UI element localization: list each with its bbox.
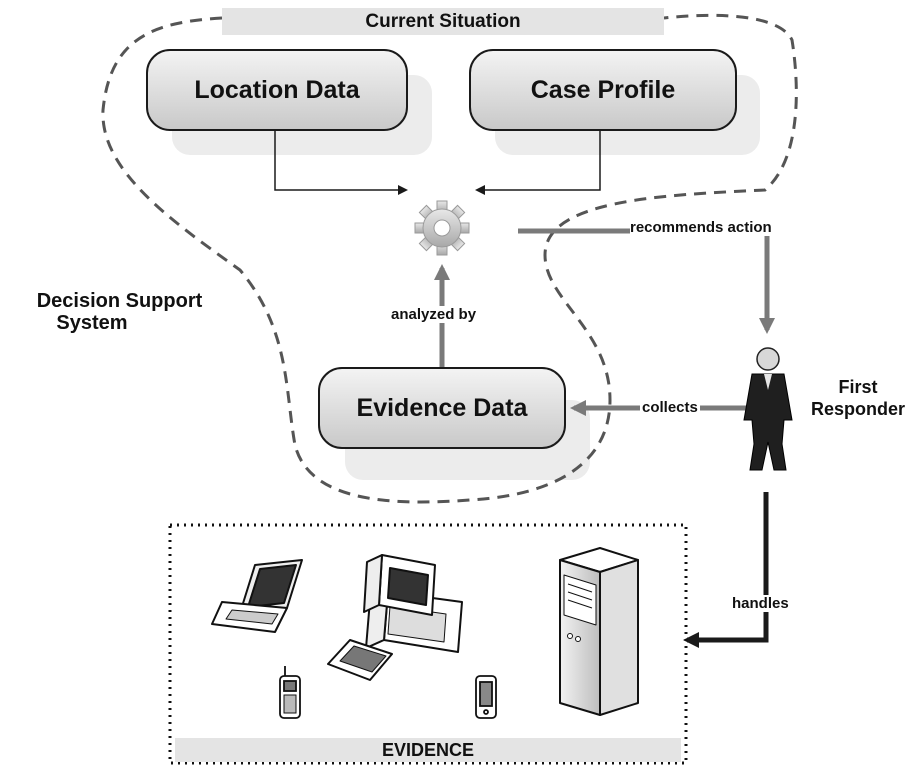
current-situation-banner: Current Situation [222, 8, 664, 35]
case-profile-box: Case Profile [469, 49, 737, 131]
laptop-icon [211, 559, 303, 633]
dss-label-line1: Decision Support [36, 290, 203, 312]
first-responder-line2: Responder [810, 399, 906, 419]
gear-icon [414, 200, 470, 256]
dss-boundary [101, 13, 798, 504]
recommends-action-arrow [518, 228, 775, 334]
server-tower-icon [559, 547, 639, 716]
analyzed-by-label: analyzed by [391, 306, 477, 323]
case-to-engine-arrow [475, 131, 601, 195]
recommends-action-label: recommends action [630, 219, 772, 236]
first-responder-label: First Responder [796, 376, 920, 420]
mobile-phone-icon [279, 666, 301, 719]
collects-label: collects [640, 399, 700, 416]
dss-label-line2: System [56, 312, 128, 334]
smartphone-icon [475, 675, 497, 719]
handles-arrow [683, 492, 769, 648]
desktop-computer-icon [327, 554, 463, 681]
first-responder-line1: First [838, 377, 878, 397]
location-data-box: Location Data [146, 49, 408, 131]
handles-label: handles [732, 595, 789, 612]
location-to-engine-arrow [274, 131, 408, 195]
person-icon [743, 347, 793, 471]
evidence-data-box: Evidence Data [318, 367, 566, 449]
dss-label: Decision Support System [12, 290, 227, 334]
evidence-footer: EVIDENCE [175, 738, 681, 762]
